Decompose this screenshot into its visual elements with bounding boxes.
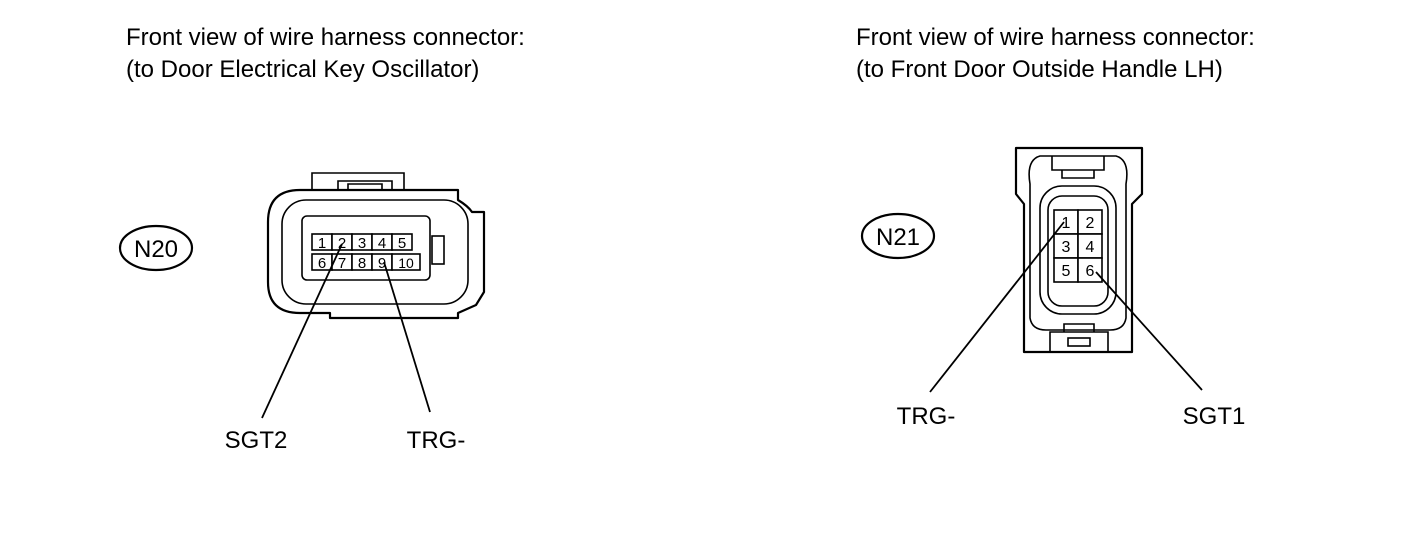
right-pin-cell	[1053, 257, 1079, 283]
left-housing-inner	[281, 199, 469, 305]
right-pin-cell	[1077, 233, 1103, 259]
right-connector-id: N21	[876, 224, 920, 251]
right-cavity-frame	[1047, 195, 1109, 307]
left-id-ellipse	[118, 224, 194, 272]
right-pin-label: 2	[1086, 215, 1095, 232]
left-callout-trg: TRG-	[407, 427, 466, 454]
left-housing-outer	[266, 188, 486, 320]
right-bottom-latch-tab	[1063, 323, 1095, 332]
left-latch-inner	[337, 180, 393, 190]
right-pin-label: 3	[1062, 239, 1071, 256]
right-bottom-latch-slot	[1067, 337, 1091, 347]
left-cavity-frame	[301, 215, 431, 281]
right-connector-id-badge: N21	[860, 212, 936, 260]
right-pin-grid: 1 2 3 4 5 6	[1053, 209, 1103, 283]
right-seal-ring	[1039, 185, 1117, 315]
right-housing-shell	[1028, 155, 1128, 331]
left-pin-grid: 1 2 3 4 5 6 7 8 9 10	[311, 233, 421, 272]
left-heading-line-2: (to Door Electrical Key Oscillator)	[126, 56, 480, 83]
right-id-ellipse	[860, 212, 936, 260]
left-connector-id-badge: N20	[118, 224, 194, 272]
left-pin-label: 3	[358, 235, 366, 252]
left-callout-sgt2: SGT2	[225, 427, 288, 454]
right-pin-label: 1	[1062, 215, 1071, 232]
left-latch-tab	[347, 183, 383, 190]
right-connector-drawing: 1 2 3 4 5 6	[929, 146, 1203, 393]
right-pin-label: 5	[1062, 263, 1071, 280]
left-pin-label: 1	[318, 235, 326, 252]
right-pin-cell	[1077, 209, 1103, 235]
right-pin-cell	[1077, 257, 1103, 283]
right-leader-trg	[929, 221, 1065, 393]
left-connector-heading: Front view of wire harness connector: (t…	[126, 22, 525, 86]
left-pin-cell	[391, 233, 413, 251]
right-pin-label: 4	[1086, 239, 1095, 256]
left-pin-cell	[391, 253, 421, 271]
right-callout-trg: TRG-	[897, 403, 956, 430]
left-pin-label: 8	[358, 255, 366, 272]
left-pin-label: 4	[378, 235, 386, 252]
right-heading-line-2: (to Front Door Outside Handle LH)	[856, 56, 1223, 83]
left-leader-trg	[383, 261, 431, 413]
left-pin-label: 6	[318, 255, 326, 272]
right-heading-line-1: Front view of wire harness connector:	[856, 24, 1255, 51]
left-leader-sgt2	[261, 243, 343, 419]
right-leader-sgt1	[1095, 271, 1203, 391]
right-callout-sgt1: SGT1	[1183, 403, 1246, 430]
left-pin-label: 7	[338, 255, 346, 272]
left-connector-id: N20	[134, 236, 178, 263]
right-latch-inner	[1061, 170, 1095, 179]
left-pin-label: 2	[338, 235, 346, 252]
left-heading-line-1: Front view of wire harness connector:	[126, 24, 525, 51]
right-bottom-latch-outer	[1049, 331, 1109, 352]
left-pin-label: 5	[398, 235, 406, 252]
right-connector-heading: Front view of wire harness connector: (t…	[856, 22, 1255, 86]
right-housing-outer	[1014, 146, 1144, 354]
left-connector-drawing: 1 2 3 4 5 6 7 8 9 10	[261, 172, 486, 419]
left-pin-label: 10	[398, 255, 414, 271]
right-pin-label: 6	[1086, 263, 1095, 280]
left-pin-label: 9	[378, 255, 386, 272]
right-latch-outer	[1051, 156, 1105, 171]
left-latch-outer	[311, 172, 405, 190]
left-key	[431, 235, 445, 265]
